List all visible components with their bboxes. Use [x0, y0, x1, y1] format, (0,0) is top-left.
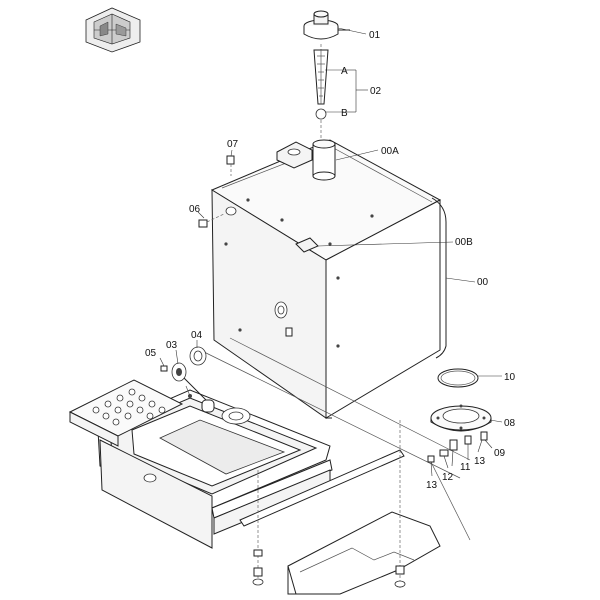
label-05: 05: [145, 348, 157, 359]
part-labels: 01 02 A B 00A 07 06 00B 00 03 04 05 10 0…: [145, 30, 516, 491]
label-01: 01: [369, 30, 381, 41]
label-A: A: [341, 66, 348, 77]
label-08: 08: [504, 418, 516, 429]
step-holes: [92, 388, 166, 426]
level-gauge-tube: [313, 44, 329, 140]
label-00: 00: [477, 277, 489, 288]
label-10: 10: [504, 372, 516, 383]
label-06: 06: [189, 204, 201, 215]
label-13-right: 13: [474, 456, 486, 467]
label-00A: 00A: [381, 146, 399, 157]
gasket-ring: [437, 368, 479, 388]
label-07: 07: [227, 139, 239, 150]
label-12: 12: [442, 472, 454, 483]
hydraulic-tank: [210, 139, 447, 419]
leader-lines: [159, 27, 503, 477]
sender-cap: [303, 10, 350, 40]
label-03: 03: [166, 340, 178, 351]
label-00B: 00B: [455, 237, 473, 248]
orientation-thumbnail-icon: [85, 7, 141, 53]
label-02: 02: [370, 86, 382, 97]
drain-cover: [430, 404, 492, 432]
plug-06: [198, 213, 225, 228]
label-13-left: 13: [426, 480, 438, 491]
bolt-07: [226, 155, 235, 176]
label-B: B: [341, 108, 348, 119]
label-11: 11: [460, 462, 471, 473]
mounting-frame: [68, 337, 471, 595]
fittings: [427, 431, 488, 463]
label-04: 04: [191, 330, 203, 341]
label-09: 09: [494, 448, 506, 459]
strainer-assembly: [160, 346, 251, 425]
